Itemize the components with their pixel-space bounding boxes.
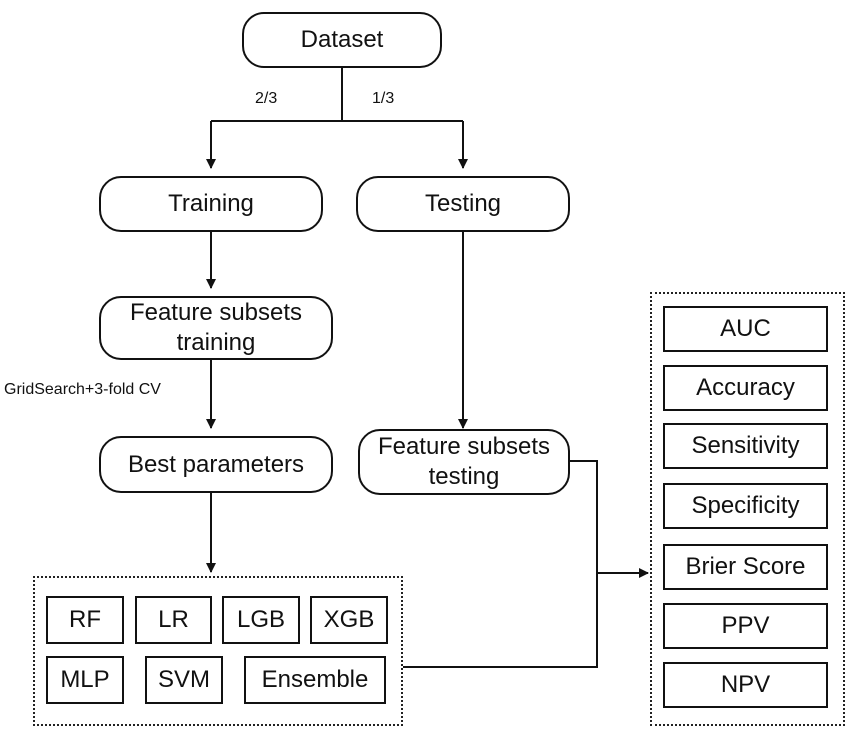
metric-accuracy-box: Accuracy xyxy=(663,365,828,411)
dataset-node: Dataset xyxy=(242,12,442,68)
model-lr-box: LR xyxy=(135,596,212,644)
feature-subsets-training-node: Feature subsets training xyxy=(99,296,333,360)
test-split-label: 1/3 xyxy=(372,90,395,107)
model-mlp-box: MLP xyxy=(46,656,124,704)
metric-specificity-box: Specificity xyxy=(663,483,828,529)
metrics-group xyxy=(650,292,845,726)
tuning-label: GridSearch+3-fold CV xyxy=(4,381,161,398)
metric-brier-score-box: Brier Score xyxy=(663,544,828,590)
metric-auc-box: AUC xyxy=(663,306,828,352)
train-split-label: 2/3 xyxy=(255,90,278,107)
feature-subsets-testing-line-1: Feature subsets xyxy=(377,433,551,460)
metric-npv-box: NPV xyxy=(663,662,828,708)
model-ensemble-box: Ensemble xyxy=(244,656,386,704)
training-node: Training xyxy=(99,176,323,232)
models-group xyxy=(33,576,403,726)
model-rf-box: RF xyxy=(46,596,124,644)
feature-subsets-testing-node: Feature subsets testing xyxy=(358,429,570,495)
feature-subsets-training-line-2: training xyxy=(176,329,256,356)
models-to-merge xyxy=(403,573,598,668)
best-parameters-node: Best parameters xyxy=(99,436,333,493)
metric-sensitivity-box: Sensitivity xyxy=(663,423,828,469)
model-xgb-box: XGB xyxy=(310,596,388,644)
testing-to-merge xyxy=(570,460,598,573)
metric-ppv-box: PPV xyxy=(663,603,828,649)
model-svm-box: SVM xyxy=(145,656,223,704)
feature-subsets-training-line-1: Feature subsets xyxy=(129,299,303,326)
testing-node: Testing xyxy=(356,176,570,232)
feature-subsets-testing-line-2: testing xyxy=(428,463,500,490)
model-lgb-box: LGB xyxy=(222,596,300,644)
